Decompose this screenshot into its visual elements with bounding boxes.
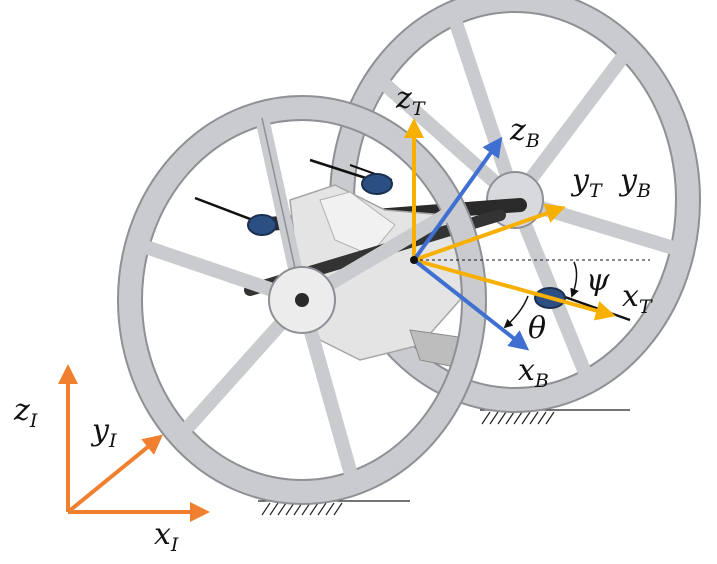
label-x-T: xT xyxy=(622,279,653,318)
x-B-axis xyxy=(412,258,530,351)
label-z-I: zI xyxy=(13,393,38,432)
x-T-axis xyxy=(413,258,616,321)
label-x-I: xI xyxy=(154,517,179,556)
label-y-I: yI xyxy=(90,413,117,452)
body-frame xyxy=(412,136,530,351)
psi-arc xyxy=(570,261,579,298)
y-I-axis xyxy=(66,434,164,514)
label-theta: θ xyxy=(528,311,546,346)
motor-rear-left xyxy=(361,173,393,195)
label-z-T: zT xyxy=(395,81,426,120)
label-psi: ψ xyxy=(586,263,610,298)
label-z-B: zB xyxy=(509,113,540,152)
inertial-frame xyxy=(58,364,210,522)
z-B-axis xyxy=(412,136,503,262)
motor-front-left xyxy=(247,214,277,236)
label-y-B: yB xyxy=(618,163,651,202)
theta-arc xyxy=(503,295,529,329)
y-T-axis xyxy=(413,203,566,262)
label-y-T: yT xyxy=(570,163,603,202)
front-wheel xyxy=(117,95,487,505)
label-x-B: xB xyxy=(518,353,549,392)
frame-origin xyxy=(410,256,418,264)
thrust-frame xyxy=(404,118,616,321)
